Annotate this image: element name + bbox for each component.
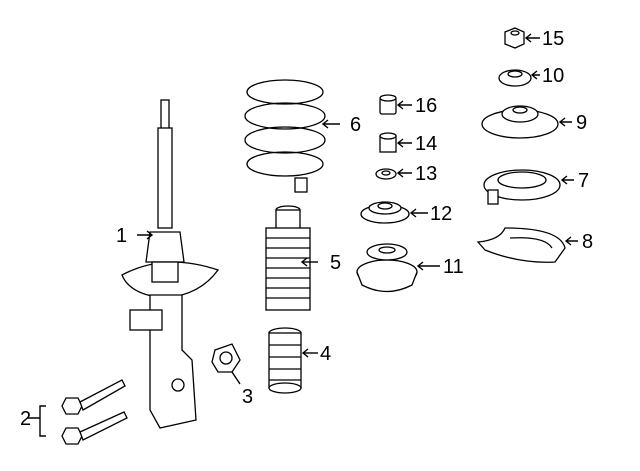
bushing-part [379, 132, 397, 153]
hex-nut-part [504, 27, 525, 49]
insulator-part [476, 227, 566, 263]
callout-13: 13 [415, 163, 437, 185]
callout-2: 2 [20, 408, 31, 430]
bump-stop-part [268, 327, 302, 394]
callout-15: 15 [542, 28, 564, 50]
callout-7: 7 [578, 170, 589, 192]
callout-5: 5 [330, 252, 341, 274]
strut-part [121, 99, 220, 429]
callout-14: 14 [415, 133, 437, 155]
bearing-part [360, 201, 410, 224]
collar-part [379, 94, 397, 115]
callout-6: 6 [350, 114, 361, 136]
callout-4: 4 [320, 343, 331, 365]
coil-spring-part [244, 79, 326, 193]
callout-11: 11 [443, 256, 464, 278]
bolts-part [28, 379, 128, 445]
spring-seat-part [483, 169, 561, 205]
small-washer-part [375, 168, 397, 180]
strut-mount-part [481, 105, 559, 139]
lower-mount-part [356, 243, 418, 293]
callout-8: 8 [582, 231, 593, 253]
callout-12: 12 [430, 203, 452, 225]
callout-9: 9 [576, 112, 587, 134]
callout-1: 1 [116, 225, 127, 247]
callout-arrows [137, 33, 578, 385]
washer-part [498, 69, 532, 87]
callout-3: 3 [242, 386, 253, 408]
dust-boot-part [265, 205, 311, 311]
nut-part [211, 343, 241, 373]
callout-10: 10 [542, 65, 564, 87]
callout-16: 16 [415, 95, 437, 117]
